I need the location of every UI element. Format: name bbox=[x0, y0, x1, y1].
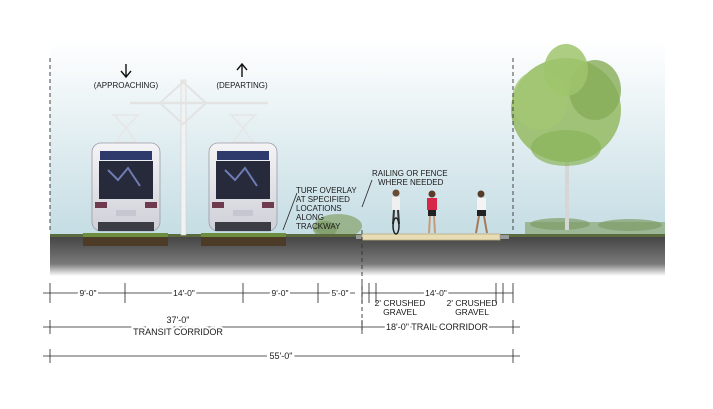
transit-width-label: 37'-0" bbox=[167, 315, 190, 325]
up-arrow-icon bbox=[236, 62, 248, 77]
gravel-left-line-0: 2' CRUSHED bbox=[375, 298, 426, 308]
gravel-right-line-0: 2' CRUSHED bbox=[447, 298, 498, 308]
pantograph-right bbox=[229, 114, 257, 143]
gravel-shoulder-right bbox=[500, 235, 509, 239]
departing-indicator: (DEPARTING) bbox=[216, 62, 268, 90]
dim-9ft-left: 9'-0" bbox=[80, 288, 97, 298]
dim-trail-14ft: 14'-0" bbox=[425, 288, 447, 298]
approaching-label: (APPROACHING) bbox=[94, 81, 159, 90]
gravel-right-line-1: GRAVEL bbox=[455, 307, 489, 317]
runner bbox=[475, 190, 488, 234]
dim-9ft-right: 9'-0" bbox=[272, 288, 289, 298]
turf-line-1: AT SPECIFIED bbox=[296, 195, 350, 204]
tree bbox=[511, 44, 621, 230]
track-bed-right bbox=[201, 233, 286, 246]
cyclist bbox=[392, 189, 400, 235]
catenary-pole bbox=[130, 79, 268, 236]
turf-line-0: TURF OVERLAY bbox=[296, 186, 357, 195]
pantograph-left bbox=[112, 114, 140, 143]
dim-5ft: 5'-0" bbox=[332, 288, 349, 298]
railing-line-1: WHERE NEEDED bbox=[378, 178, 444, 187]
turf-line-3: ALONG bbox=[296, 213, 324, 222]
corridor-boundary-lines bbox=[49, 58, 514, 330]
dimension-lines bbox=[43, 283, 520, 363]
down-arrow-icon bbox=[120, 64, 132, 79]
background-shrub-right bbox=[525, 218, 665, 236]
transit-corridor-label: TRANSIT CORRIDOR bbox=[133, 327, 223, 337]
train-departing bbox=[208, 142, 278, 232]
total-width-label: 55'-0" bbox=[270, 351, 293, 361]
dim-14ft-tracks: 14'-0" bbox=[173, 288, 195, 298]
background-shrub-left bbox=[313, 214, 362, 238]
trail-surface bbox=[361, 233, 501, 241]
turf-overlay-callout: TURF OVERLAY AT SPECIFIED LOCATIONS ALON… bbox=[282, 186, 357, 231]
gravel-left-line-1: GRAVEL bbox=[383, 307, 417, 317]
gravel-shoulder-left bbox=[356, 235, 362, 239]
railing-callout: RAILING OR FENCE WHERE NEEDED bbox=[361, 169, 448, 208]
turf-line-2: LOCATIONS bbox=[296, 204, 342, 213]
track-bed-left bbox=[83, 233, 168, 246]
railing-line-0: RAILING OR FENCE bbox=[372, 169, 448, 178]
departing-label: (DEPARTING) bbox=[216, 81, 268, 90]
approaching-indicator: (APPROACHING) bbox=[94, 64, 159, 90]
turf-line-4: TRACKWAY bbox=[296, 222, 341, 231]
train-approaching bbox=[91, 142, 161, 232]
pedestrian-woman bbox=[427, 190, 437, 234]
trail-corridor-label: 18'-0" TRAIL CORRIDOR bbox=[386, 322, 488, 332]
